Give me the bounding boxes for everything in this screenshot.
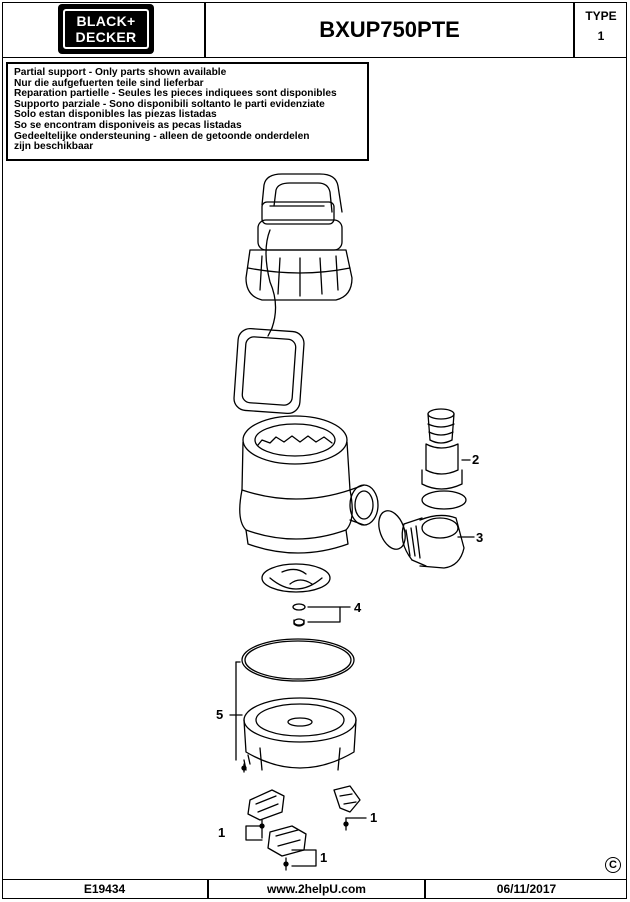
notice-line: So se encontram disponiveis as pecas lis… [14,119,242,131]
notice-line: Reparation partielle - Seules les pieces… [14,88,337,100]
notice-line: zijn beschikbaar [14,141,94,153]
type-value: 1 [597,29,605,43]
header [2,2,627,58]
impeller-part-4 [261,563,351,627]
document-date: 06/11/2017 [496,882,557,896]
pump-motor-head [245,173,353,301]
type-box: TYPE 1 [575,6,627,46]
model-number: BXUP750PTE [319,17,460,42]
float-switch [233,229,305,415]
callout-label: 2 [472,452,479,467]
pump-housing [239,415,379,554]
header-divider [204,2,206,58]
base-assembly-part-5 [229,638,357,773]
brand-line-1: BLACK+ [76,13,136,29]
footer-divider [424,879,426,899]
callout-label: 1 [370,810,377,825]
notice-line: Gedeeltelijke ondersteuning - alleen de … [14,130,310,142]
brand-logo: BLACK+ DECKER [58,4,154,54]
elbow-outlet-part-3 [378,490,475,569]
callout-label: 3 [476,530,483,545]
footer [2,879,627,899]
type-label: TYPE [585,9,617,23]
document-code: E19434 [83,882,126,896]
callout-label: 1 [320,850,327,865]
callout-label: 4 [354,600,362,615]
copyright-symbol: C [605,857,621,873]
callout-label: 5 [216,707,223,722]
notice-line: Nur die aufgefuerten teile sind lieferba… [14,77,204,89]
availability-notice: Partial support - Only parts shown avail… [6,62,369,161]
notice-line: Partial support - Only parts shown avail… [14,67,227,78]
clip-parts-1 [245,785,367,871]
callout-label: 1 [218,825,225,840]
brand-logo-frame: BLACK+ DECKER [63,9,149,49]
hose-connector-part-2 [421,408,471,490]
brand-line-2: DECKER [75,29,137,45]
footer-divider [207,879,209,899]
header-divider [573,2,575,58]
website-link[interactable]: www.2helpU.com [267,882,366,896]
notice-line: Supporto parziale - Sono disponibili sol… [14,98,325,110]
notice-line: Solo estan disponibles las piezas listad… [14,109,217,121]
